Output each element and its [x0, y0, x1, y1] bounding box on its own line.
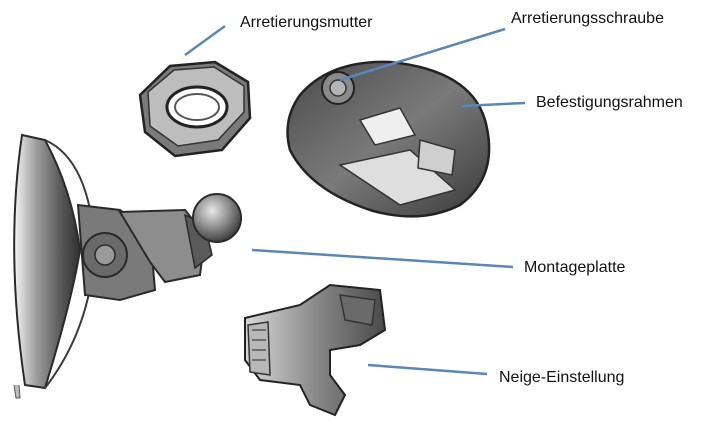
mounting-frame-part — [288, 62, 490, 217]
label-neige-einstellung: Neige-Einstellung — [499, 369, 624, 387]
leader-line-arretierungsmutter — [185, 26, 225, 55]
label-arretierungsmutter: Arretierungsmutter — [240, 14, 373, 32]
tilt-adjustment-part — [245, 285, 385, 415]
label-montageplatte: Montageplatte — [524, 259, 625, 277]
locking-nut-part — [140, 62, 250, 156]
mounting-plate-part — [14, 135, 241, 398]
leader-line-montageplatte — [252, 250, 513, 267]
label-arretierungsschraube: Arretierungsschraube — [511, 10, 664, 28]
label-befestigungsrahmen: Befestigungsrahmen — [536, 94, 683, 112]
leader-line-neige-einstellung — [368, 365, 487, 374]
